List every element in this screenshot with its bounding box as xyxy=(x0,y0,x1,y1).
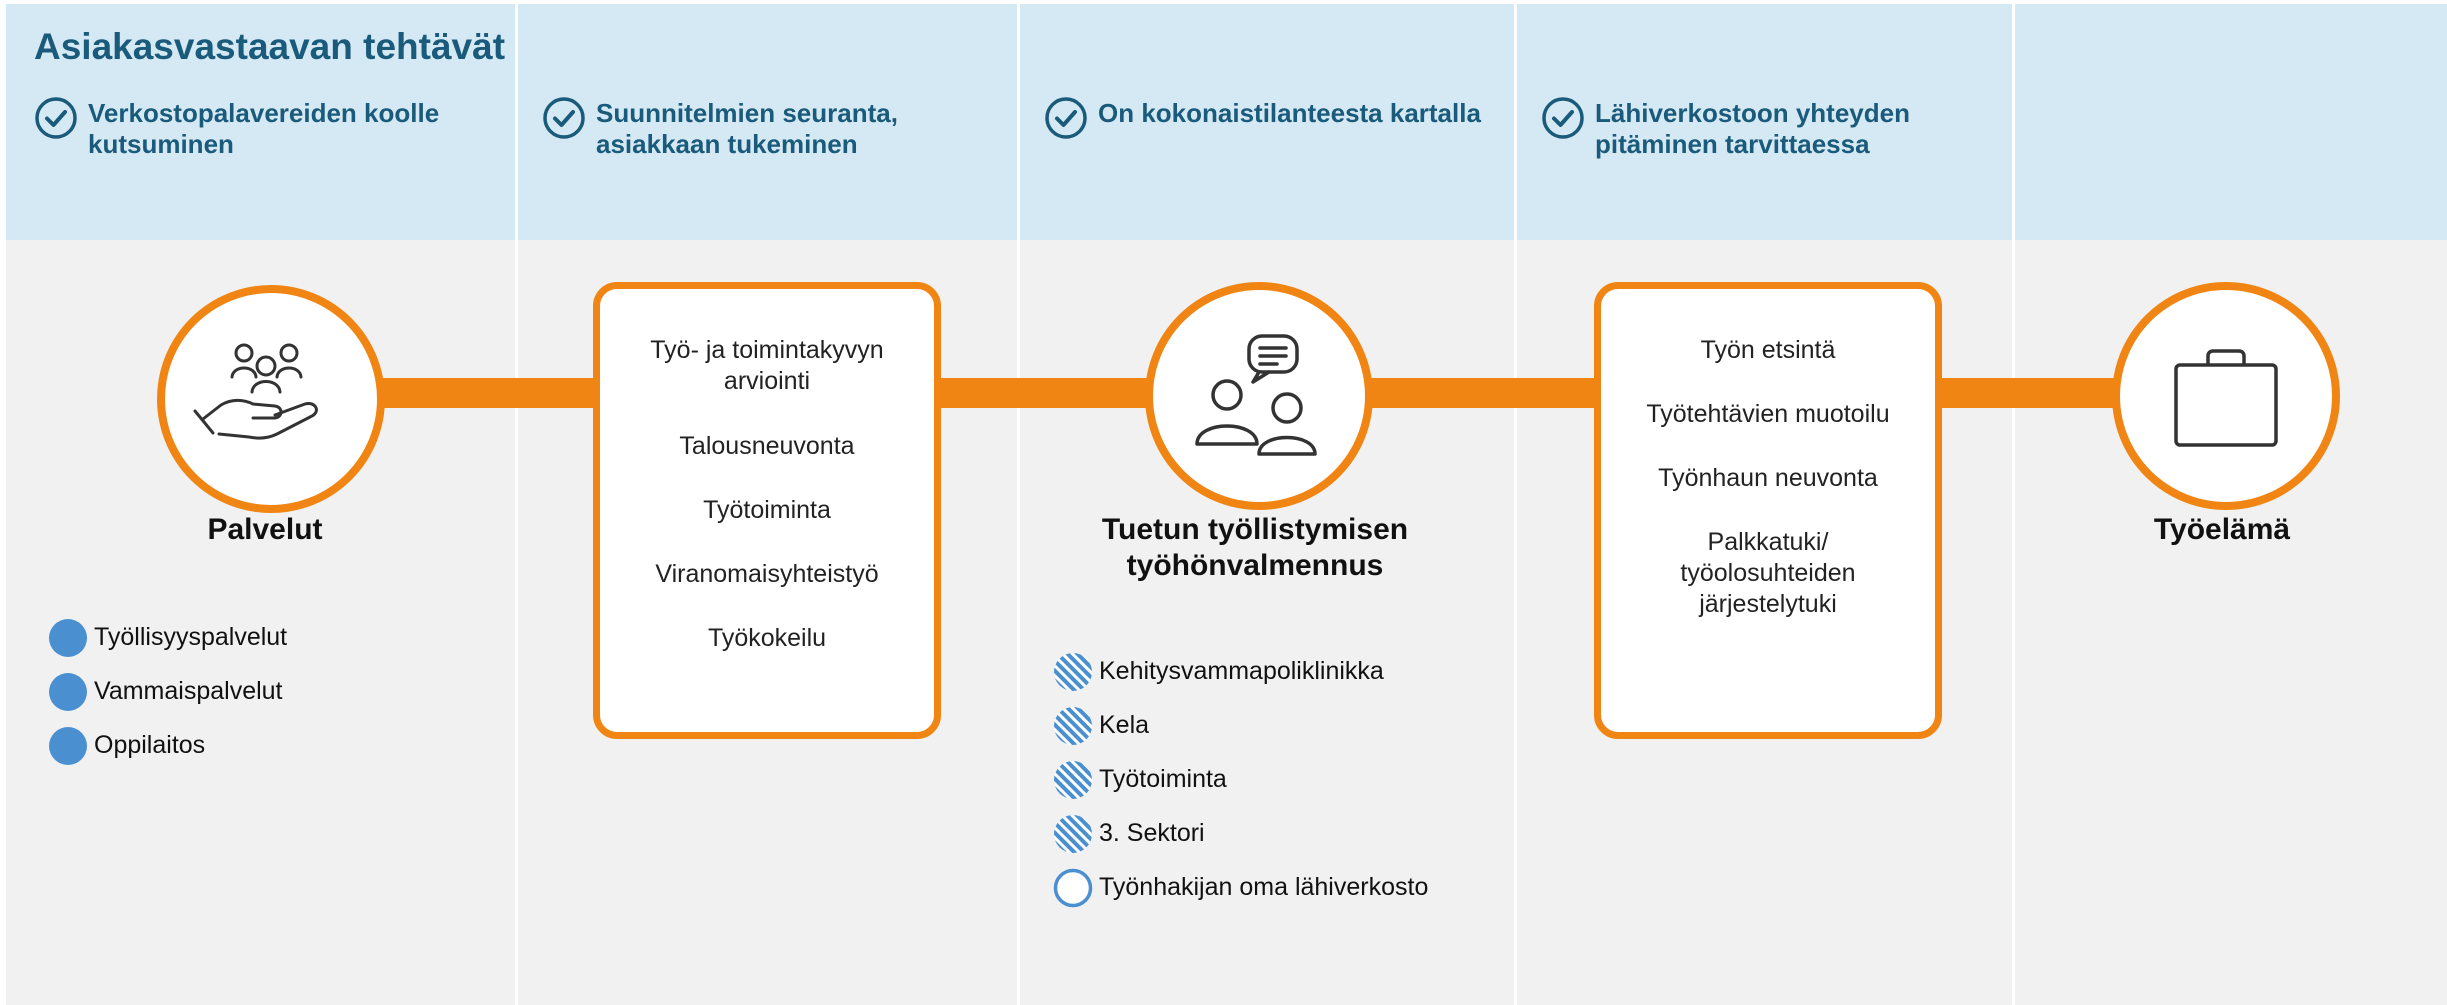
solid-circle-bullet-icon xyxy=(49,619,87,657)
connector-line xyxy=(1360,378,1600,408)
box1-item: Työtoiminta xyxy=(703,496,831,524)
column-1-header-band xyxy=(6,4,515,240)
connector-line xyxy=(1935,378,2125,408)
two-people-chat-icon xyxy=(1195,334,1317,456)
legend-label: Työllisyyspalvelut xyxy=(94,623,288,651)
task-3-label: On kokonaistilanteesta kartalla xyxy=(1098,98,1481,128)
people-in-hand-icon xyxy=(193,343,318,440)
solid-circle-bullet-icon xyxy=(49,673,87,711)
check-circle-icon xyxy=(1045,97,1087,139)
task-2-label: Suunnitelmien seuranta, asiakkaan tukemi… xyxy=(596,98,898,159)
column-4-header-band xyxy=(1517,4,2012,240)
services-label: Palvelut xyxy=(207,513,323,546)
hatched-circle-bullet-icon xyxy=(1054,653,1092,691)
column-2-header-band xyxy=(518,4,1017,240)
connector-line xyxy=(935,378,1160,408)
task-4-label: Lähiverkostoon yhteyden pitäminen tarvit… xyxy=(1595,98,1910,159)
box1-item: Työkokeilu xyxy=(707,624,827,652)
box2-item: Työn etsintä xyxy=(1700,336,1836,364)
legend-label: Työnhakijan oma lähiverkosto xyxy=(1099,873,1429,901)
task-1-label: Verkostopalavereiden koolle kutsuminen xyxy=(88,98,440,159)
box1-item: Talousneuvonta xyxy=(679,432,855,460)
box2-item: Työnhaun neuvonta xyxy=(1658,464,1878,492)
page-title: Asiakasvastaavan tehtävät xyxy=(34,26,506,67)
briefcase-icon xyxy=(2174,349,2278,447)
box1-item: Viranomaisyhteistyö xyxy=(655,560,879,588)
hatched-circle-bullet-icon xyxy=(1054,761,1092,799)
box2-item: Työtehtävien muotoilu xyxy=(1646,400,1890,428)
column-3-header-band xyxy=(1020,4,1514,240)
hatched-circle-bullet-icon xyxy=(1054,707,1092,745)
legend-label: Kehitysvammapoliklinikka xyxy=(1099,657,1384,685)
worklife-node xyxy=(2112,282,2340,510)
check-circle-icon xyxy=(1542,97,1584,139)
legend-label: Oppilaitos xyxy=(94,731,206,759)
worklife-label: Työelämä xyxy=(2153,513,2291,546)
services-node xyxy=(157,285,385,513)
box1-item: Työ- ja toimintakyvyn arviointi xyxy=(650,336,884,395)
hatched-circle-bullet-icon xyxy=(1054,815,1092,853)
column-5-header-band xyxy=(2015,4,2447,240)
check-circle-icon xyxy=(35,97,77,139)
services-list-box: Työ- ja toimintakyvyn arviointi Talousne… xyxy=(593,282,941,739)
check-circle-icon xyxy=(543,97,585,139)
connector-line xyxy=(370,378,600,408)
legend-label: Työtoiminta xyxy=(1099,765,1227,793)
outline-circle-bullet-icon xyxy=(1053,868,1093,908)
legend-label: 3. Sektori xyxy=(1099,819,1205,847)
job-search-box: Työn etsintä Työtehtävien muotoilu Työnh… xyxy=(1594,282,1942,739)
box2-item: Palkkatuki/ työolosuhteiden järjestelytu… xyxy=(1680,528,1856,618)
legend-label: Vammaispalvelut xyxy=(94,677,283,705)
coaching-node xyxy=(1145,282,1373,510)
legend-label: Kela xyxy=(1099,711,1150,739)
solid-circle-bullet-icon xyxy=(49,727,87,765)
coaching-label: Tuetun työllistymisen työhönvalmennus xyxy=(1101,513,1409,582)
